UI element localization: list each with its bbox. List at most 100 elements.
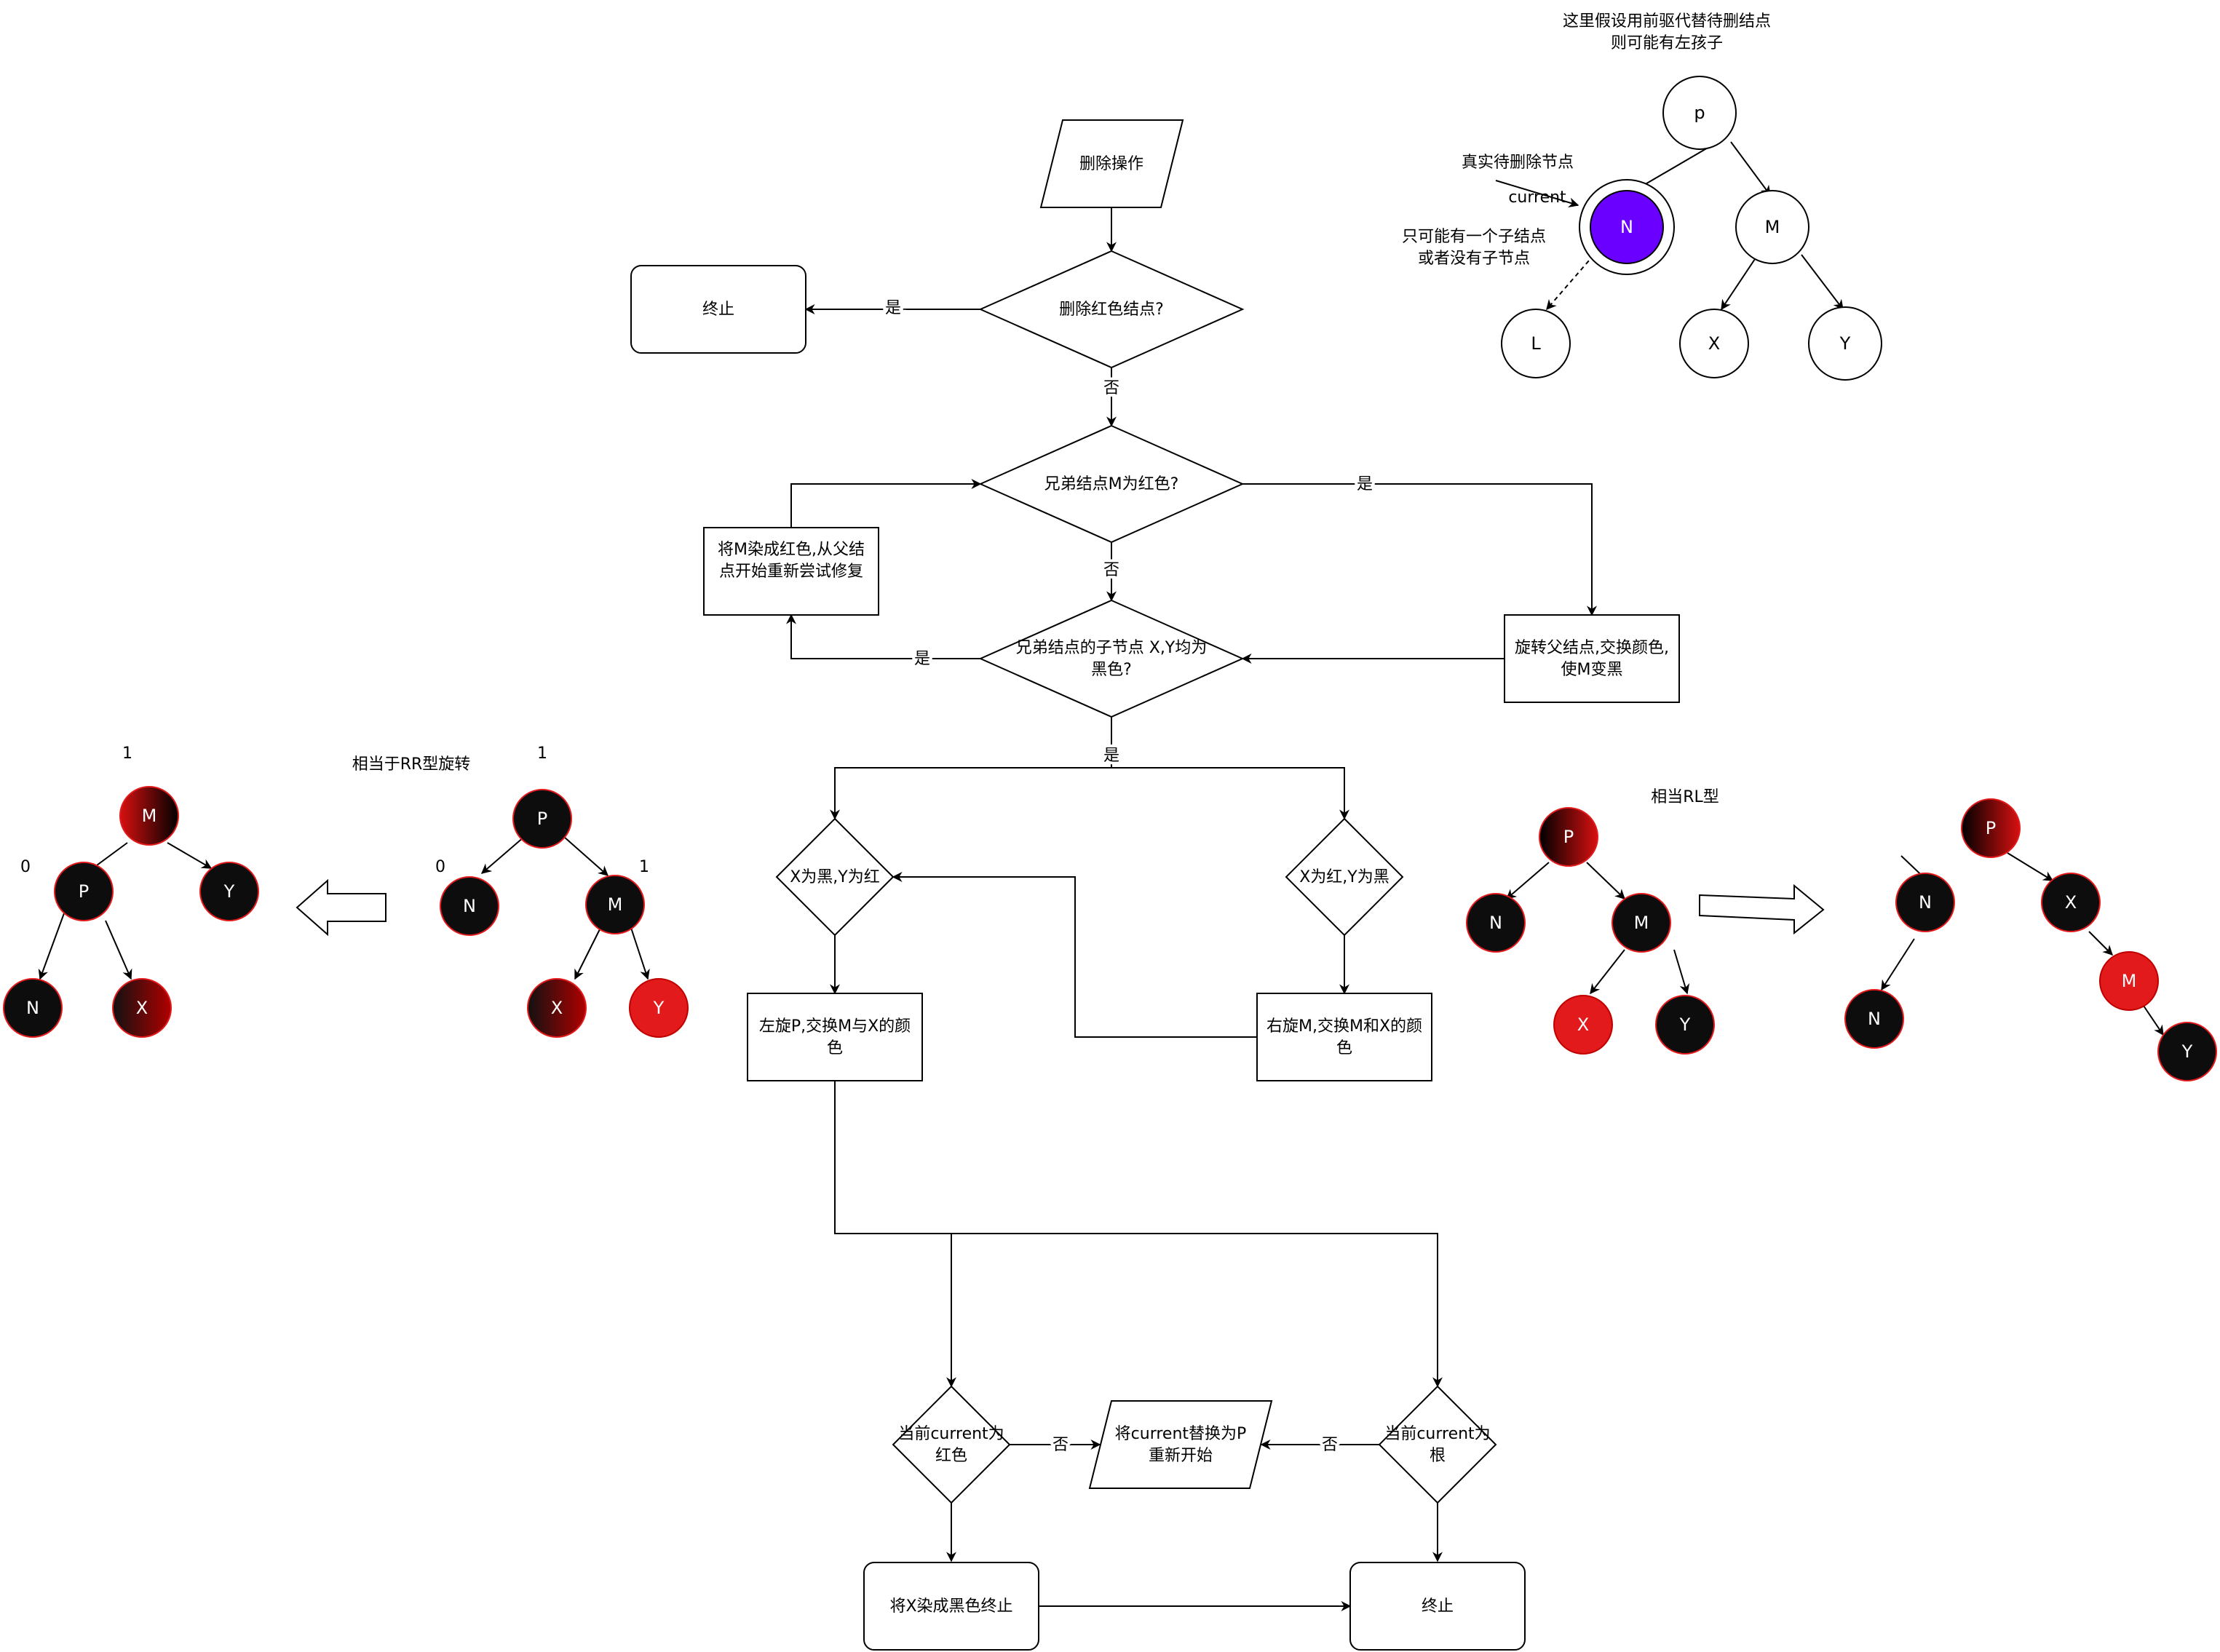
only-child-line2: 或者没有子节点 bbox=[1418, 250, 1530, 268]
edge-no-3: 否 bbox=[1052, 1436, 1069, 1454]
edge-yes-4: 是 bbox=[1103, 747, 1119, 765]
top-note-line2: 则可能有左孩子 bbox=[1611, 34, 1723, 52]
tree-node-m bbox=[1735, 190, 1809, 264]
rr-before-x-label: X bbox=[551, 998, 563, 1018]
rr-title: 相当于RR型旋转 bbox=[352, 755, 471, 774]
rl-after-p bbox=[1961, 798, 2021, 858]
recolor-line1: 将M染成红色,从父结 bbox=[718, 541, 865, 559]
replace-line1: 将current替换为P bbox=[1115, 1425, 1247, 1443]
recolor-line2: 点开始重新尝试修复 bbox=[719, 563, 863, 581]
q-current-root-line1: 当前current为 bbox=[1384, 1425, 1490, 1443]
rl-before-m bbox=[1612, 893, 1671, 953]
rr-after-y bbox=[199, 862, 259, 921]
current-label: current bbox=[1508, 188, 1566, 207]
q-sibling-red-label: 兄弟结点M为红色? bbox=[1044, 475, 1179, 493]
left-rotate-box bbox=[747, 993, 923, 1081]
q-children-line1: 兄弟结点的子节点 X,Y均为 bbox=[1016, 639, 1208, 657]
rl-transform-arrow bbox=[1699, 883, 1825, 935]
rr-before-root-num: 1 bbox=[537, 744, 547, 763]
real-delete-label: 真实待删除节点 bbox=[1462, 154, 1574, 172]
rr-before-y bbox=[629, 978, 689, 1038]
tree-node-p-label: p bbox=[1694, 103, 1705, 123]
replace-shape bbox=[1088, 1400, 1273, 1489]
q-xblack-yred-label: X为黑,Y为红 bbox=[790, 868, 880, 886]
rotate-parent-line1: 旋转父结点,交换颜色, bbox=[1515, 639, 1669, 657]
rl-after-n2-label: N bbox=[1868, 1009, 1881, 1029]
q-current-red-line1: 当前current为 bbox=[898, 1425, 1004, 1443]
rr-after-x bbox=[112, 978, 172, 1038]
q-current-red bbox=[892, 1385, 1011, 1504]
rotate-parent-box bbox=[1504, 614, 1680, 703]
rr-after-n-label: N bbox=[26, 998, 39, 1018]
rl-after-n2 bbox=[1844, 989, 1904, 1049]
edge-no-4: 否 bbox=[1322, 1436, 1338, 1454]
rl-before-n-label: N bbox=[1489, 913, 1502, 933]
q-xred-yblack-label: X为红,Y为黑 bbox=[1299, 868, 1390, 886]
tree-node-m-label: M bbox=[1765, 217, 1780, 237]
end-bottom-label: 终止 bbox=[1422, 1597, 1454, 1616]
rr-after-p bbox=[54, 862, 114, 921]
edge-yes-1: 是 bbox=[885, 299, 901, 317]
tree-node-l bbox=[1501, 309, 1571, 378]
rr-after-root-num: 1 bbox=[122, 744, 132, 763]
recolor-box bbox=[703, 527, 879, 616]
tree-node-n-label: N bbox=[1620, 217, 1633, 237]
rr-before-m-label: M bbox=[608, 894, 623, 915]
replace-line2: 重新开始 bbox=[1149, 1447, 1213, 1465]
rr-after-m bbox=[119, 786, 179, 846]
rl-before-x-label: X bbox=[1577, 1014, 1589, 1035]
rl-after-m bbox=[2099, 951, 2159, 1011]
rr-after-x-label: X bbox=[136, 998, 148, 1018]
rr-before-n-label: N bbox=[463, 896, 476, 916]
tree-node-p bbox=[1662, 76, 1737, 150]
right-rotate-line2: 色 bbox=[1336, 1039, 1352, 1057]
top-note-line1: 这里假设用前驱代替待删结点 bbox=[1563, 12, 1771, 31]
rl-after-p-label: P bbox=[1986, 818, 1996, 838]
rl-after-y-label: Y bbox=[2181, 1041, 2193, 1062]
tree-node-l-label: L bbox=[1531, 333, 1541, 354]
rl-after-m-label: M bbox=[2122, 971, 2137, 991]
rr-before-m bbox=[585, 875, 645, 934]
rr-after-m-label: M bbox=[142, 806, 157, 826]
edge-no-1: 否 bbox=[1103, 379, 1119, 397]
rr-before-y-label: Y bbox=[653, 998, 665, 1018]
left-rotate-line2: 色 bbox=[827, 1039, 843, 1057]
rl-after-x-label: X bbox=[2065, 892, 2077, 913]
left-rotate-line1: 左旋P,交换M与X的颜 bbox=[759, 1017, 911, 1036]
start-shape bbox=[1039, 119, 1184, 208]
rr-before-p bbox=[512, 789, 572, 849]
only-child-line1: 只可能有一个子结点 bbox=[1402, 228, 1546, 246]
rl-before-p bbox=[1539, 807, 1598, 867]
edge-no-2: 否 bbox=[1103, 561, 1119, 579]
rr-transform-arrow bbox=[296, 878, 386, 937]
rr-before-p-label: P bbox=[537, 809, 547, 829]
rl-after-y bbox=[2157, 1022, 2217, 1081]
edge-yes-3: 是 bbox=[914, 650, 930, 668]
tree-node-n bbox=[1590, 190, 1664, 264]
rl-after-n bbox=[1895, 873, 1955, 932]
tree-node-y bbox=[1808, 306, 1882, 381]
rl-after-n-label: N bbox=[1919, 892, 1932, 913]
tree-node-x-label: X bbox=[1708, 333, 1720, 354]
rr-before-n-num: 0 bbox=[435, 858, 445, 876]
end-top-label: 终止 bbox=[702, 301, 734, 319]
rr-after-y-label: Y bbox=[223, 881, 235, 902]
rl-before-p-label: P bbox=[1563, 827, 1574, 847]
start-label: 删除操作 bbox=[1079, 155, 1143, 173]
q-current-root-line2: 根 bbox=[1430, 1447, 1446, 1465]
rr-after-n bbox=[3, 978, 63, 1038]
rr-before-x bbox=[527, 978, 587, 1038]
rr-after-p-label: P bbox=[79, 881, 89, 902]
rl-before-m-label: M bbox=[1634, 913, 1649, 933]
tree-node-y-label: Y bbox=[1839, 333, 1851, 354]
q-children-black bbox=[978, 599, 1245, 718]
rl-before-n bbox=[1466, 893, 1526, 953]
edge-yes-2: 是 bbox=[1357, 475, 1373, 493]
rl-before-y bbox=[1655, 995, 1715, 1055]
rl-before-x bbox=[1553, 995, 1613, 1055]
rl-after-x bbox=[2041, 873, 2101, 932]
q-delete-red-label: 删除红色结点? bbox=[1059, 301, 1164, 319]
rotate-parent-line2: 使M变黑 bbox=[1561, 661, 1623, 679]
rr-before-m-num: 1 bbox=[639, 858, 649, 876]
